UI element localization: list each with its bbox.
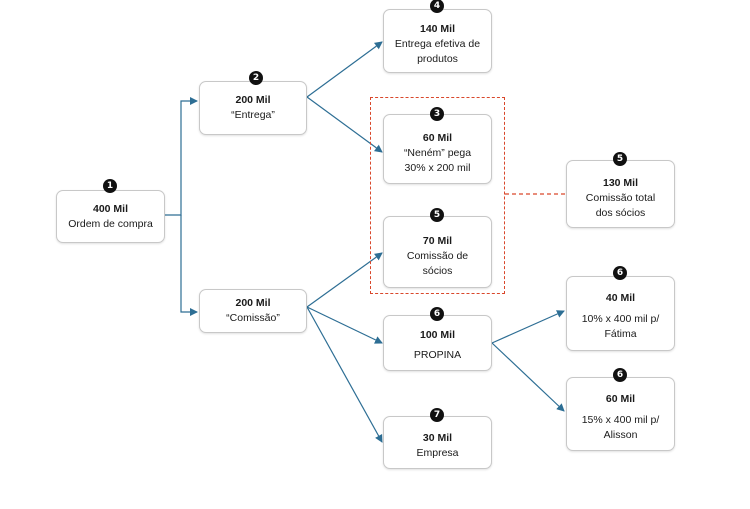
connector-root-split	[165, 97, 198, 216]
node-value: 200 Mil	[235, 94, 271, 106]
node-label: Comissão total	[585, 191, 656, 204]
node-value: 60 Mil	[605, 392, 636, 405]
arrow-comissao-to-100	[306, 306, 383, 344]
node-label: dos sócios	[595, 206, 646, 219]
step-badge-1: 1	[103, 179, 117, 193]
node-empresa: 30 Mil Empresa	[383, 416, 492, 469]
step-badge-7: 7	[430, 408, 444, 422]
node-fatima: 40 Mil 10% x 400 mil p/ Fátima	[566, 276, 675, 351]
step-badge-2: 2	[249, 71, 263, 85]
node-label: 30% x 200 mil	[404, 161, 471, 174]
node-label: Fátima	[604, 328, 637, 340]
node-nenem: 60 Mil “Neném” pega 30% x 200 mil	[383, 114, 492, 184]
node-label: produtos	[417, 52, 458, 65]
socios-group-box	[370, 97, 505, 294]
arrow-entrega-to-140	[306, 41, 383, 98]
node-label: Comissão de	[406, 249, 469, 262]
arrow-comissao-to-70	[306, 252, 383, 308]
node-label: “Neném” pega	[403, 146, 472, 159]
node-entrega: 200 Mil “Entrega”	[199, 81, 307, 135]
node-label: 15% x 400 mil p/	[581, 413, 660, 426]
node-label: Empresa	[416, 446, 459, 459]
step-badge-4: 4	[430, 0, 444, 13]
node-value: 200 Mil	[235, 297, 271, 309]
node-propina: 100 Mil PROPINA	[383, 315, 492, 371]
node-label: Entrega efetiva de	[394, 37, 481, 50]
node-label: Alisson	[603, 428, 638, 441]
step-badge-6-alisson: 6	[613, 368, 627, 382]
node-value: 70 Mil	[422, 234, 453, 247]
node-value: 140 Mil	[419, 22, 456, 35]
node-alisson: 60 Mil 15% x 400 mil p/ Alisson	[566, 377, 675, 451]
step-badge-6-fatima: 6	[613, 266, 627, 280]
arrow-comissao-to-30	[306, 306, 383, 443]
node-value: 400 Mil	[92, 202, 129, 215]
node-value: 130 Mil	[602, 176, 639, 189]
node-comissao: 200 Mil “Comissão”	[199, 289, 307, 333]
step-badge-5-total: 5	[613, 152, 627, 166]
arrow-propina-to-40	[491, 310, 565, 344]
node-label: sócios	[422, 264, 453, 277]
step-badge-3: 3	[430, 107, 444, 121]
node-label: “Comissão”	[226, 312, 280, 324]
node-ordem-de-compra: 400 Mil Ordem de compra	[56, 190, 165, 243]
node-value: 100 Mil	[419, 328, 456, 341]
node-value: 30 Mil	[422, 431, 453, 444]
node-entrega-efetiva: 140 Mil Entrega efetiva de produtos	[383, 9, 492, 73]
node-label: “Entrega”	[231, 109, 275, 121]
node-value: 60 Mil	[422, 131, 453, 144]
node-label: 10% x 400 mil p/	[581, 313, 660, 325]
node-value: 40 Mil	[605, 292, 636, 304]
node-comissao-socios: 70 Mil Comissão de sócios	[383, 216, 492, 288]
node-label: Ordem de compra	[68, 217, 153, 230]
node-comissao-total: 130 Mil Comissão total dos sócios	[566, 160, 675, 228]
connector-root-to-comissao	[180, 215, 198, 316]
step-badge-5: 5	[430, 208, 444, 222]
arrow-propina-to-60b	[491, 342, 565, 412]
node-label: PROPINA	[413, 348, 462, 361]
step-badge-6: 6	[430, 307, 444, 321]
arrow-entrega-to-60	[306, 96, 383, 153]
